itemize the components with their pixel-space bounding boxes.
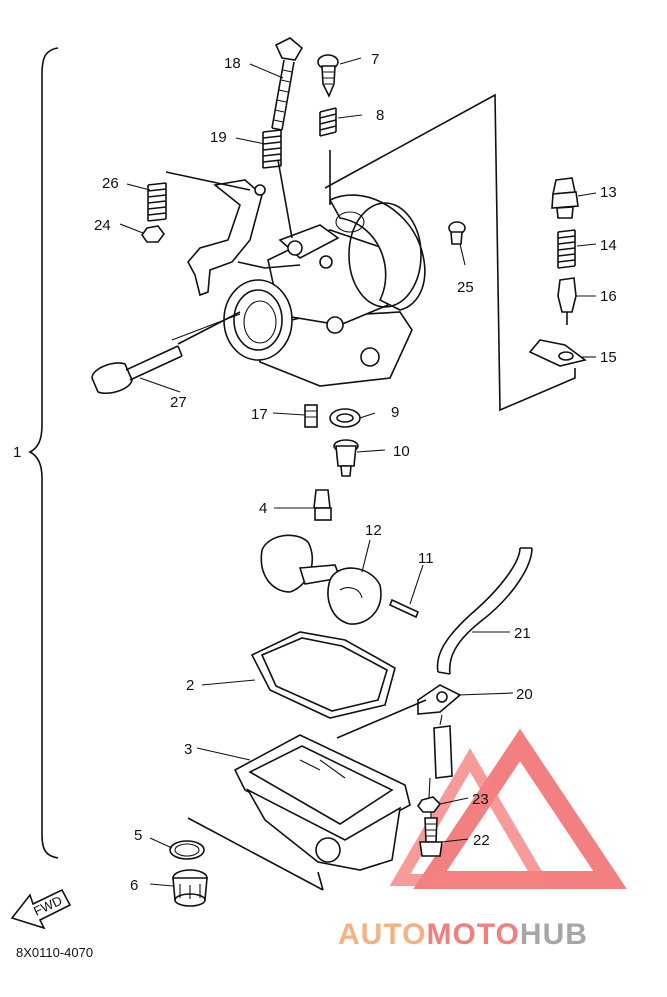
part-3-float-bowl — [233, 734, 411, 871]
assembly-bracket — [28, 47, 59, 859]
part-15-plate — [528, 339, 587, 367]
label-2: 2 — [186, 677, 194, 694]
part-22-bolt — [419, 817, 443, 857]
label-12: 12 — [365, 522, 382, 539]
part-17-jet — [304, 404, 318, 428]
label-24: 24 — [94, 217, 111, 234]
part-10-jet — [333, 439, 359, 477]
carburetor-body — [187, 179, 426, 387]
part-14-spring — [557, 229, 576, 269]
label-13: 13 — [600, 184, 617, 201]
watermark-auto: AUTO — [338, 918, 426, 951]
part-25-screw — [448, 221, 466, 245]
watermark-text: AUTOMOTOHUB — [338, 918, 588, 951]
part-4-jet — [313, 489, 332, 521]
part-12-float — [260, 534, 382, 625]
part-21-hose — [436, 547, 533, 675]
label-4: 4 — [259, 500, 267, 517]
part-8-spring — [319, 107, 337, 137]
part-27-adjuster — [91, 311, 241, 395]
label-26: 26 — [102, 175, 119, 192]
label-18: 18 — [224, 55, 241, 72]
choke-group-line — [324, 93, 576, 412]
alignment-lines — [165, 150, 427, 891]
label-14: 14 — [600, 237, 617, 254]
label-21: 21 — [514, 625, 531, 642]
part-9-washer — [329, 408, 361, 428]
label-19: 19 — [210, 129, 227, 146]
part-7-screw — [317, 54, 339, 98]
label-10: 10 — [393, 443, 410, 460]
fwd-arrow: FWD — [10, 888, 72, 930]
watermark-hub: HUB — [520, 918, 588, 951]
part-5-oring — [169, 840, 205, 860]
part-16-plunger — [557, 277, 577, 325]
label-11: 11 — [418, 550, 434, 567]
leader-lines — [119, 57, 597, 887]
label-5: 5 — [134, 827, 142, 844]
label-25: 25 — [457, 279, 474, 296]
part-24-nut — [141, 225, 165, 243]
part-labels: 1 2 3 4 5 6 7 8 9 10 11 12 13 14 15 16 1… — [13, 51, 617, 894]
label-8: 8 — [376, 107, 384, 124]
part-6-plug — [172, 869, 208, 907]
part-2-gasket — [250, 631, 396, 719]
part-20-bracket — [417, 684, 462, 715]
label-6: 6 — [130, 877, 138, 894]
label-9: 9 — [391, 404, 399, 421]
watermark-moto: MOTO — [426, 918, 519, 951]
part-11-pin — [388, 598, 420, 619]
label-3: 3 — [184, 741, 192, 758]
drawing-code: 8X0110-4070 — [16, 945, 93, 960]
label-1: 1 — [13, 444, 21, 461]
label-20: 20 — [516, 686, 533, 703]
part-tube — [433, 725, 453, 779]
part-19-spring — [262, 129, 282, 169]
label-7: 7 — [371, 51, 379, 68]
label-16: 16 — [600, 288, 617, 305]
label-23: 23 — [472, 791, 489, 808]
part-13-cap — [551, 177, 579, 219]
part-26-spring — [147, 182, 167, 222]
label-17: 17 — [251, 406, 268, 423]
part-23-nut — [417, 796, 442, 813]
label-22: 22 — [473, 832, 490, 849]
part-18-screw — [271, 37, 304, 131]
label-27: 27 — [170, 394, 187, 411]
label-15: 15 — [600, 349, 617, 366]
